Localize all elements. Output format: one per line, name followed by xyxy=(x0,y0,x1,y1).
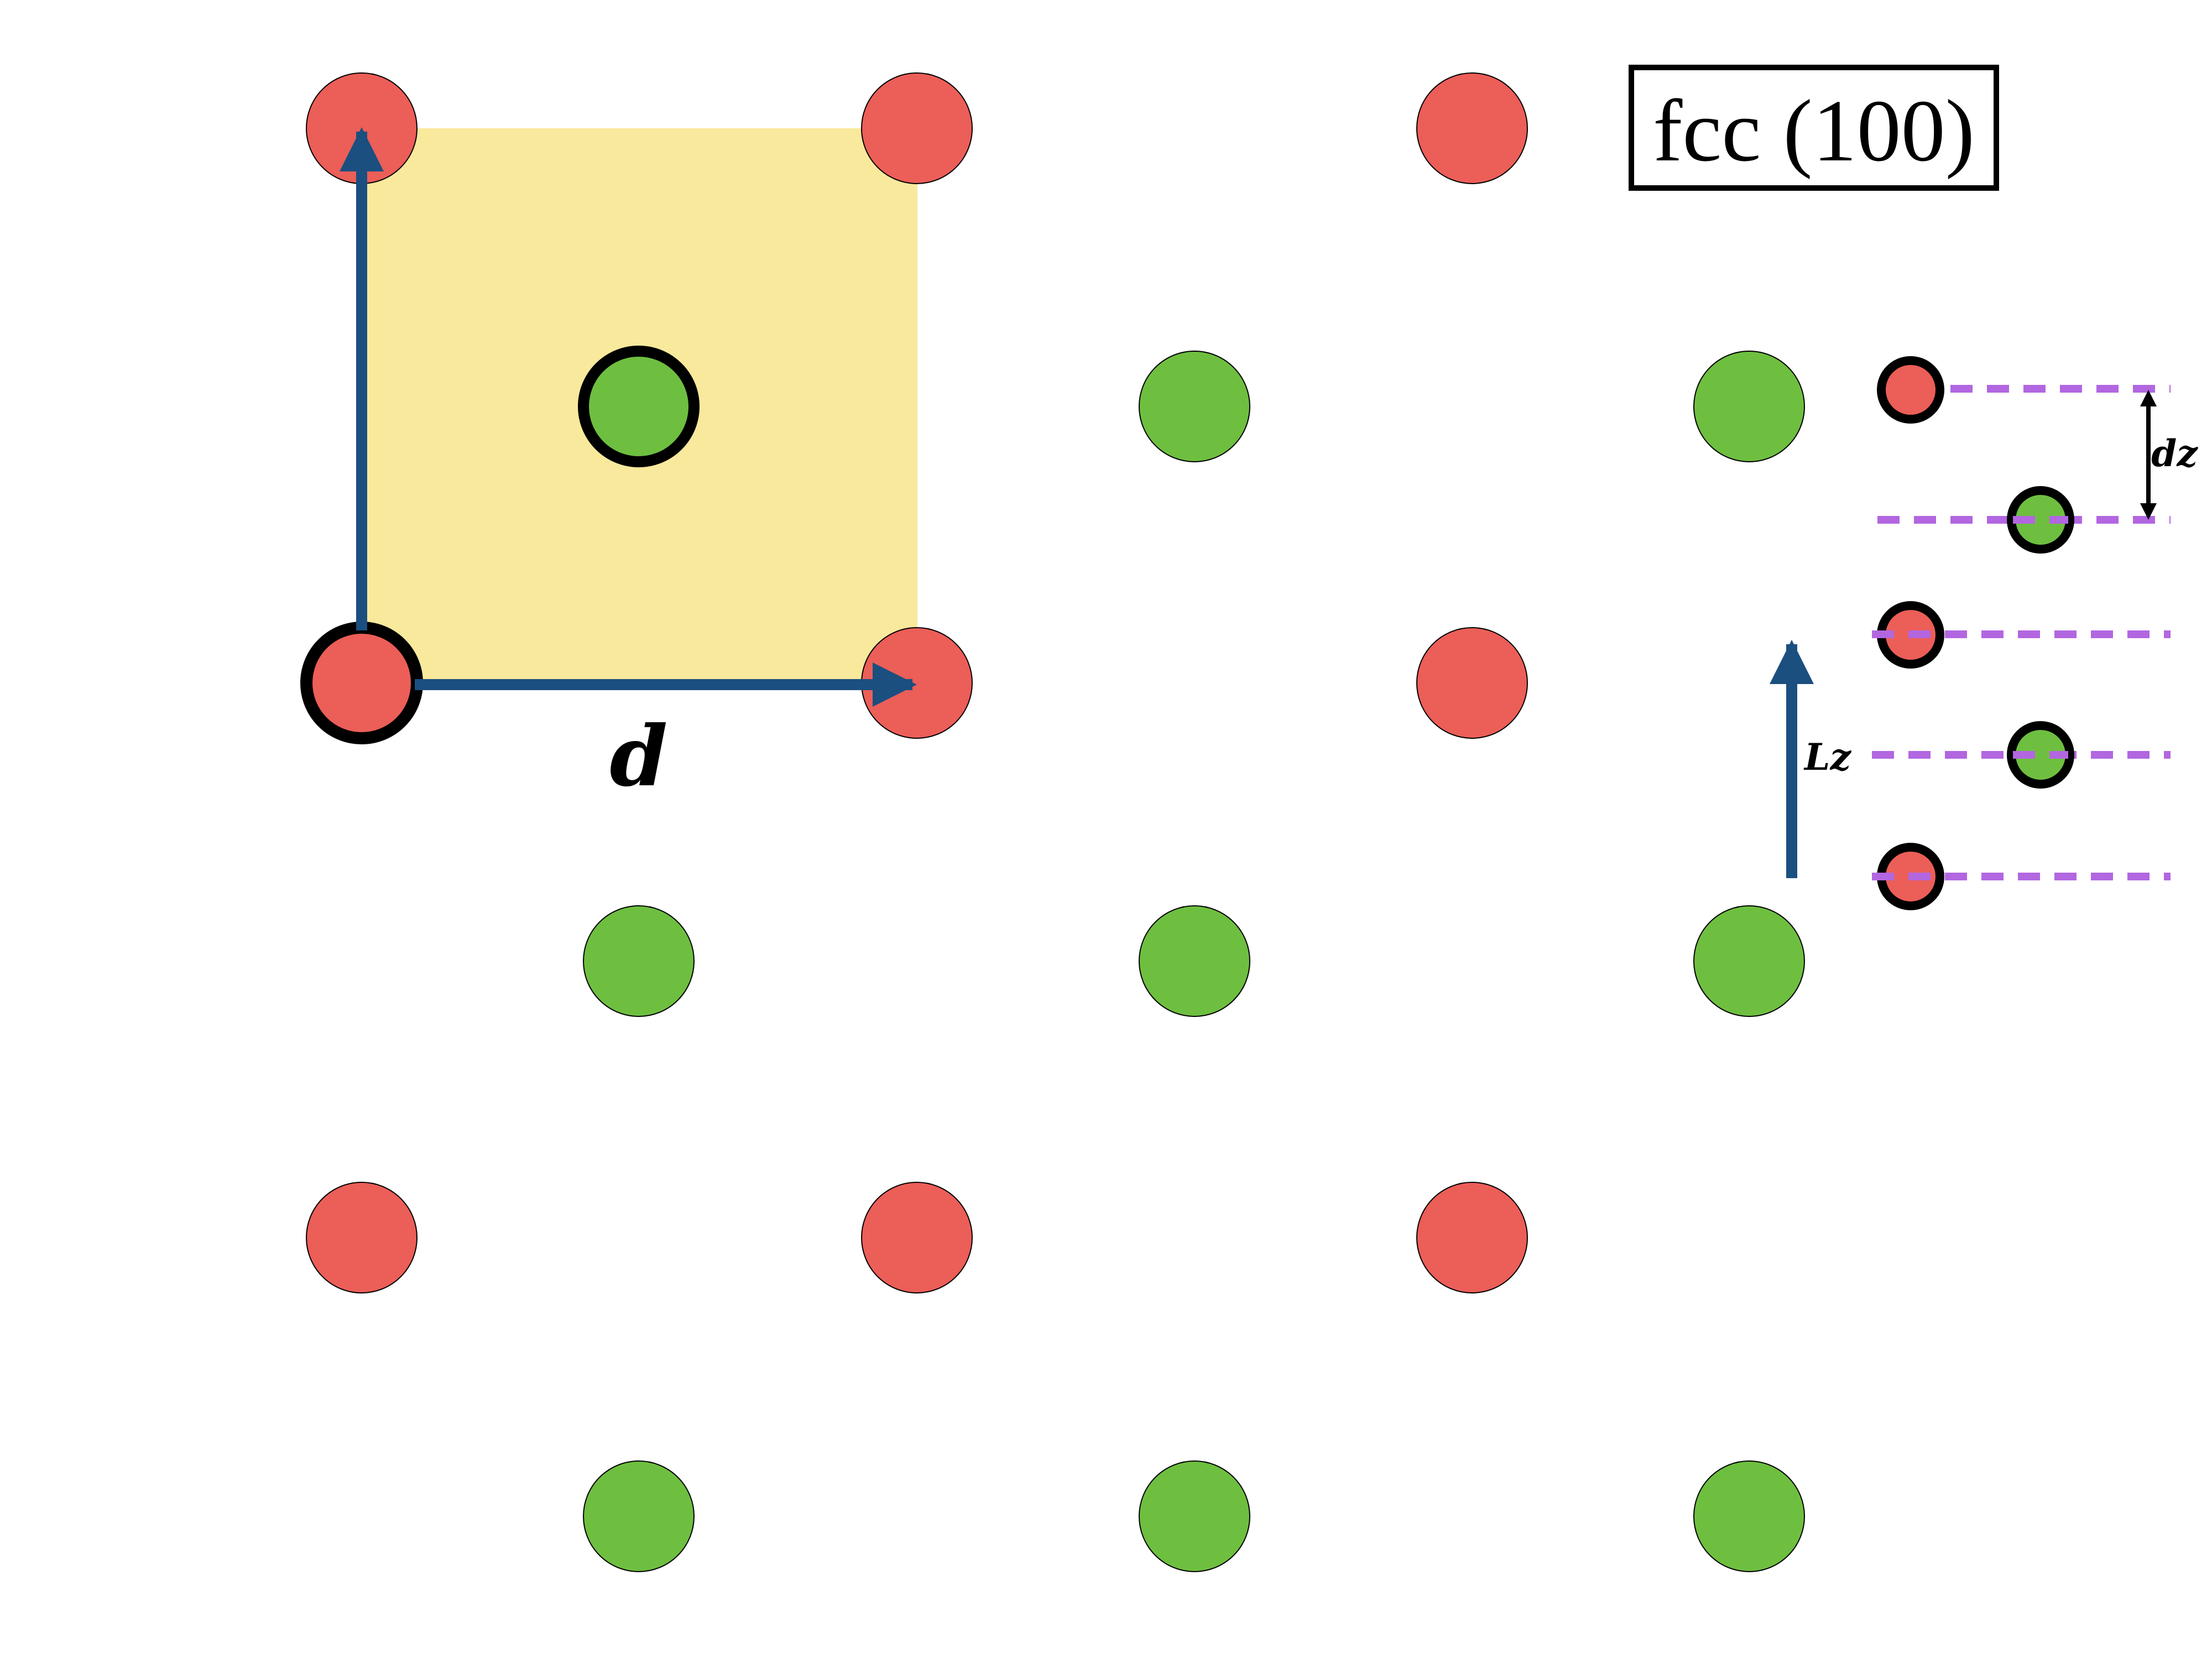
lattice-atom-center xyxy=(583,905,695,1017)
side-atom-center-1 xyxy=(2007,486,2074,554)
lattice-atom-center xyxy=(583,1460,695,1572)
lattice-atom-center xyxy=(1139,351,1250,462)
lattice-atom-center xyxy=(1693,351,1805,462)
diagram-title: fcc (100) xyxy=(1653,81,1975,180)
basis-atom-corner xyxy=(300,622,423,744)
stack-height-label: Lz xyxy=(1803,735,1851,779)
basis-atom-center xyxy=(578,346,700,467)
lattice-atom-center xyxy=(1139,905,1250,1017)
lattice-atom-corner xyxy=(306,1182,418,1293)
side-atom-corner-1 xyxy=(1877,356,1944,424)
lattice-atom-center xyxy=(1139,1460,1250,1572)
lattice-atom-corner xyxy=(861,72,973,184)
title-box xyxy=(1629,65,1999,191)
lattice-atom-center xyxy=(1693,905,1805,1017)
lattice-vector-label: d xyxy=(610,708,668,805)
side-atom-center-2 xyxy=(2007,721,2074,789)
lattice-atom-corner xyxy=(861,1182,973,1293)
dz-arrow xyxy=(2140,390,2157,520)
lattice-atom-corner xyxy=(1416,1182,1528,1293)
layer-lines-overlay xyxy=(1872,516,2068,880)
lattice-atom-corner xyxy=(1416,627,1528,739)
dz-arrow-head-bottom xyxy=(2140,503,2157,520)
lattice-atom-corner xyxy=(1416,72,1528,184)
interlayer-spacing-label: dz xyxy=(2151,432,2198,475)
lattice-atom-center xyxy=(1693,1460,1805,1572)
dz-arrow-head-top xyxy=(2140,390,2157,406)
